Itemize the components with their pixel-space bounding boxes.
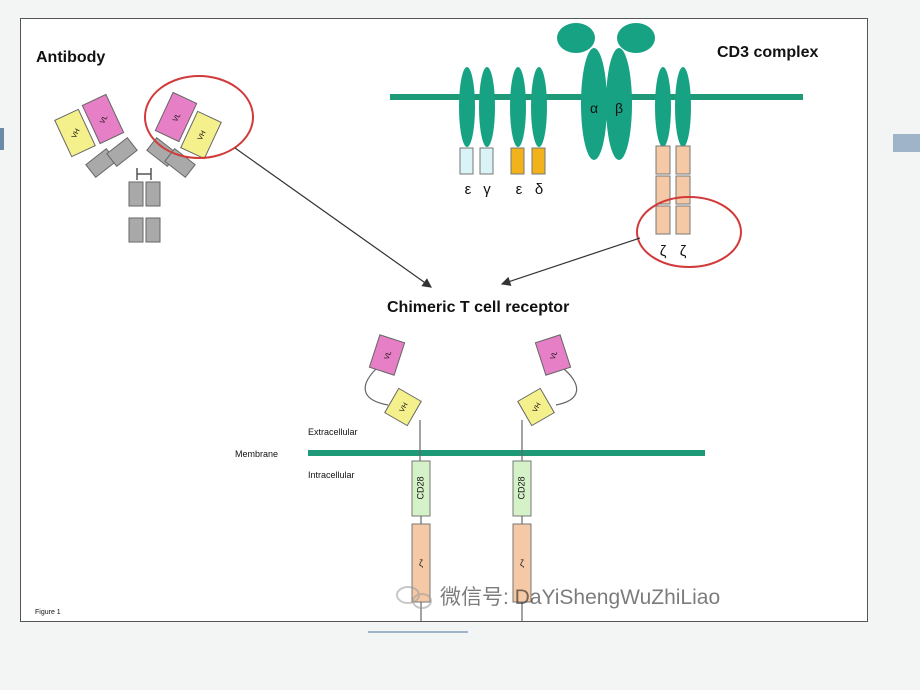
intracellular-label: Intracellular [308,470,355,480]
antibody-vh-left-label: VH [71,128,82,140]
car-left-zeta-label: ζ [419,558,423,568]
antibody-right-arm: VL VH [146,91,222,179]
antibody-fc-right-top [145,181,161,207]
tcr-beta-label: β [615,100,623,116]
car-membrane [308,450,705,456]
antibody-vh-right-label: VH [197,130,208,142]
cd3-zeta-1-segment-3 [655,205,671,235]
antibody-label: Antibody [36,49,105,66]
cd3-zeta-2-segment-2 [675,175,691,205]
cd3-zeta-2-segment-3 [675,205,691,235]
watermark-text: 微信号: DaYiShengWuZhiLiao [440,586,720,609]
cd3-delta-tail [531,147,546,175]
cd3-zeta-1-segment-1 [655,145,671,175]
cd3-zeta-label-2: ζ [680,243,687,260]
wechat-watermark: 微信号: DaYiShengWuZhiLiao [396,586,720,609]
car-right-vh-label: VH [532,402,543,414]
tcr-alpha-chain [581,48,607,160]
cd3-zeta-label-1: ζ [660,243,667,260]
car-left-linker [364,368,389,406]
cd3-epsilon-tail-2 [510,147,525,175]
cd3-zeta-1-segment-2 [655,175,671,205]
cd3-zeta-chain-2 [675,67,691,147]
car-left: VL VH CD28 ζ [364,334,431,621]
antibody-vl-left-label: VL [99,114,109,125]
antibody-vh-left [54,108,96,158]
car-right-vl-label: VL [550,350,560,361]
membrane-label: Membrane [235,449,278,459]
cd3-epsilon-tail-1 [459,147,474,175]
car-left-vl [368,334,406,376]
cd3-delta-chain [531,67,547,147]
cd3-zeta-chain-1 [655,67,671,147]
cd3-gamma-tail [479,147,494,175]
zeta-highlight [636,196,742,268]
slide-underline [368,631,468,633]
wechat-icon [396,586,432,609]
car-left-vh [384,387,422,427]
cd3-epsilon-label-2: ε [516,181,523,198]
tcr-alpha-label: α [590,100,598,116]
antibody-fc-right-bottom [145,217,161,243]
tcr-beta-chain [606,48,632,160]
car-right-zeta-label: ζ [520,558,524,568]
slide-edge-marker-right [893,134,920,152]
antibody: VH VL VL VH [54,91,222,243]
cd3-complex: α β ε γ ε δ ζ ζ [390,23,803,260]
antibody-fc-left-top [128,181,144,207]
car-right-vl [534,334,572,376]
extracellular-label: Extracellular [308,427,358,437]
arrow-antibody-to-car [234,147,432,288]
antibody-vl-right-label: VL [172,112,182,123]
cd3-delta-label: δ [535,181,543,198]
car-left-vh-label: VH [399,402,410,414]
car-right-vh [517,387,555,427]
cd3-epsilon-chain-2 [510,67,526,147]
antibody-fc-left-bottom [128,217,144,243]
antibody-fv-highlight [144,75,254,159]
antibody-vh-right [180,110,222,160]
tcr-beta-head [617,23,655,53]
cd3-epsilon-label-1: ε [465,181,472,198]
cd3-complex-label: CD3 complex [717,44,818,61]
arrow-zeta-to-car [500,237,641,286]
car-right-linker [555,368,578,406]
chimeric-tcr-title: Chimeric T cell receptor [387,299,569,316]
car-left-cd28-label: CD28 [415,476,425,499]
car-right: VL VH CD28 ζ [512,334,578,621]
cd3-gamma-chain [479,67,495,147]
cd3-zeta-2-segment-1 [675,145,691,175]
cd3-gamma-label: γ [483,181,491,198]
cd3-epsilon-chain-1 [459,67,475,147]
antibody-vl-right [154,91,198,143]
antibody-vl-left [81,93,125,145]
slide-edge-marker-left [0,128,4,150]
antibody-ch-left-upper [106,136,138,168]
antibody-left-arm: VH VL [54,93,138,179]
tcr-alpha-head [557,23,595,53]
car-right-cd28-label: CD28 [516,476,526,499]
figure-label: Figure 1 [35,609,61,616]
car-left-vl-label: VL [384,350,394,361]
